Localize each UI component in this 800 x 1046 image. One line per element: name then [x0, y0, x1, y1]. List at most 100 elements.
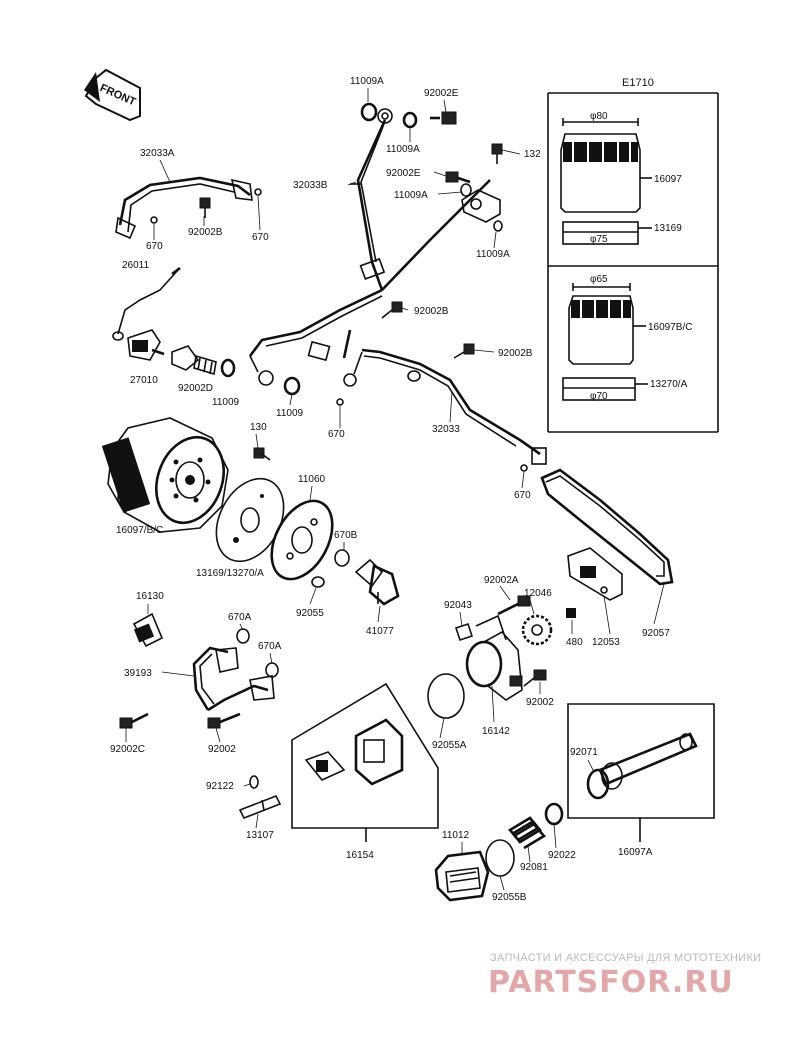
label-480: 480: [566, 637, 583, 648]
label-11009a-mid: 11009A: [386, 144, 420, 155]
chain-guide-12053-icon: [567, 547, 623, 601]
gasket-13169-icon: [562, 221, 652, 245]
label-670-b: 670: [252, 232, 269, 243]
oil-filter-16097-icon: [560, 118, 652, 213]
label-16097a: 16097A: [618, 847, 653, 858]
washer-11009a-top-icon: [360, 102, 418, 129]
label-132: 132: [524, 149, 541, 160]
label-13107: 13107: [246, 830, 274, 841]
label-26011: 26011: [122, 260, 150, 271]
label-92055b: 92055B: [492, 892, 527, 903]
filter-spec-panel: φ80 16097 φ75 13169 φ65 16097B/C: [547, 92, 719, 433]
label-92055: 92055: [296, 608, 324, 619]
oil-pipe-39193-icon: [192, 646, 275, 712]
label-41077: 41077: [366, 626, 394, 637]
label-92022: 92022: [548, 850, 576, 861]
label-670-d: 670: [514, 490, 531, 501]
label-16154: 16154: [346, 850, 374, 861]
o-ring-92055-icon: [311, 576, 325, 588]
oil-filter-16097bc-icon: [568, 283, 646, 365]
label-92002b-c: 92002B: [498, 348, 533, 359]
shaft-13107-icon: [238, 794, 282, 820]
label-130: 130: [250, 422, 267, 433]
label-92122: 92122: [206, 781, 234, 792]
cap-11012-icon: [434, 850, 490, 902]
o-rings-670a-icon: [236, 628, 279, 678]
watermark-brand: PARTSFOR.RU: [488, 965, 734, 1000]
dim-phi75: φ75: [590, 234, 608, 245]
sprocket-12046-icon: [521, 614, 553, 646]
bolts-92002b-icon: [253, 301, 475, 461]
label-32033: 32033: [432, 424, 460, 435]
oil-filter-left-icon: [101, 417, 229, 533]
spring-92081-icon: [508, 816, 546, 850]
strainer-16097a-box: [567, 703, 715, 842]
washer-11009-icon: [220, 358, 301, 396]
label-11009a-low: 11009A: [476, 249, 510, 260]
label-670a-a: 670A: [228, 612, 252, 623]
oil-pipe-main-icon: [248, 288, 383, 386]
label-92057: 92057: [642, 628, 670, 639]
bolt-92002e-top-icon: [430, 111, 457, 125]
label-92002b-a: 92002B: [188, 227, 223, 238]
label-11009-a: 11009: [212, 397, 240, 408]
oil-pressure-switch-27010-icon: [127, 329, 165, 361]
bolt-92002-pump-icon: [523, 669, 547, 687]
oil-pipe-32033b-icon: [350, 108, 491, 291]
sensor-wire-26011-icon: [112, 266, 181, 341]
label-92071: 92071: [570, 747, 598, 758]
fitting-92002d-icon: [171, 345, 217, 376]
label-670a-b: 670A: [258, 641, 282, 652]
pipe-fitting-right-icon: [445, 143, 503, 232]
oil-pump-16142-icon: [465, 614, 523, 701]
label-12053: 12053: [592, 637, 620, 648]
label-92002b-b: 92002B: [414, 306, 449, 317]
label-13169-13270a: 13169/13270/A: [196, 568, 264, 579]
label-92002c: 92002C: [110, 744, 145, 755]
label-12046: 12046: [524, 588, 552, 599]
watermark-tagline: ЗАПЧАСТИ И АКСЕССУАРЫ ДЛЯ МОТОТЕХНИКИ: [490, 952, 761, 964]
label-16130: 16130: [136, 591, 164, 602]
label-670b: 670B: [334, 530, 358, 541]
label-92002-b: 92002: [208, 744, 236, 755]
label-11009a-right: 11009A: [394, 190, 428, 201]
label-13270a-right: 13270/A: [650, 379, 688, 390]
label-11060: 11060: [298, 474, 326, 485]
label-92002e-mid: 92002E: [386, 168, 421, 179]
label-32033b: 32033B: [293, 180, 328, 191]
label-92002a: 92002A: [484, 575, 519, 586]
gasket-13270a-icon: [562, 377, 648, 401]
label-16142: 16142: [482, 726, 510, 737]
label-670-a: 670: [146, 241, 163, 252]
label-11012: 11012: [442, 830, 470, 841]
label-16097bc-right: 16097B/C: [648, 322, 692, 333]
chain-92057-icon: [540, 468, 674, 586]
label-11009-b: 11009: [276, 408, 304, 419]
label-92081: 92081: [520, 862, 548, 873]
pin-92122-icon: [249, 775, 259, 789]
pin-92043-icon: [454, 622, 474, 642]
label-92055a: 92055A: [432, 740, 467, 751]
oil-pipe-32033a-icon: [115, 176, 262, 240]
dim-phi70: φ70: [590, 391, 608, 402]
o-rings-670-icon: [336, 398, 528, 472]
label-13169: 13169: [654, 223, 682, 234]
nut-480-icon: [566, 608, 576, 618]
dim-phi65: φ65: [590, 274, 608, 285]
part-labels: 11009A 92002E 11009A 132 32033A 32033B 9…: [110, 76, 670, 903]
bolt-92002c-icon: [119, 712, 149, 729]
front-arrow-icon: FRONT: [84, 68, 141, 122]
label-32033a: 32033A: [140, 148, 175, 159]
label-39193: 39193: [124, 668, 152, 679]
dim-phi80: φ80: [590, 111, 608, 122]
label-92002d: 92002D: [178, 383, 213, 394]
label-92002-a: 92002: [526, 697, 554, 708]
label-16097bc-left: 16097/B/C: [116, 525, 163, 536]
leader-lines: [125, 88, 665, 891]
o-ring-92055b-icon: [485, 839, 515, 877]
label-92002e-top: 92002E: [424, 88, 459, 99]
filter-plate-11060-icon: [270, 499, 334, 581]
label-27010: 27010: [130, 375, 158, 386]
label-670-c: 670: [328, 429, 345, 440]
